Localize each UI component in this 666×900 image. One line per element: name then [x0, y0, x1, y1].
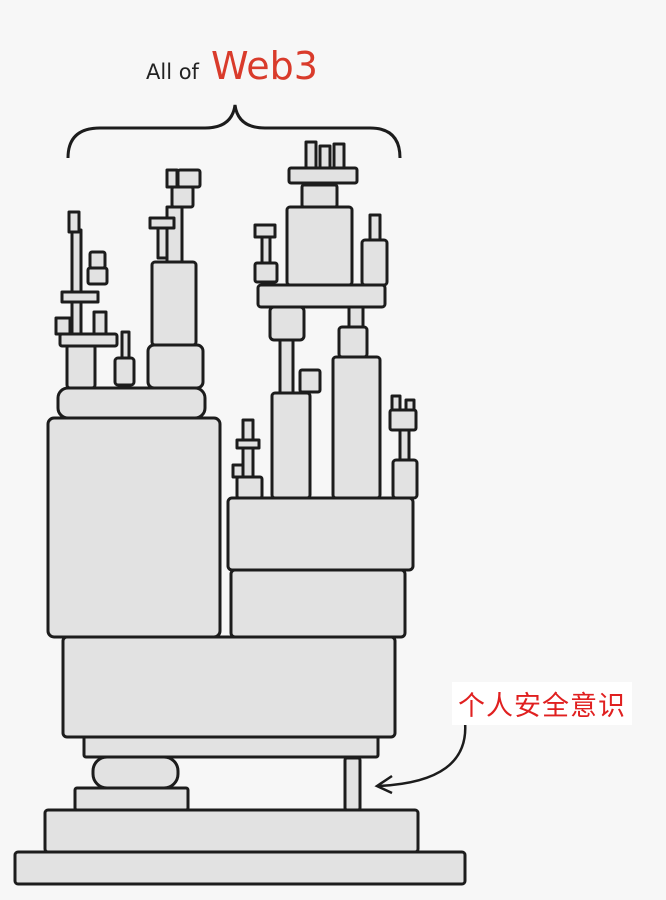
personal-security-pillar: [343, 756, 362, 812]
left-towers: [54, 168, 205, 390]
arrow-icon: [374, 721, 467, 795]
personal-security-label: 个人安全意识: [452, 682, 632, 725]
title-highlight: Web3: [210, 44, 318, 88]
base-blocks: [13, 386, 467, 886]
curly-brace: [66, 104, 402, 159]
right-towers: [231, 140, 419, 500]
title: All of Web3: [146, 44, 318, 88]
title-prefix: All of: [146, 60, 199, 84]
